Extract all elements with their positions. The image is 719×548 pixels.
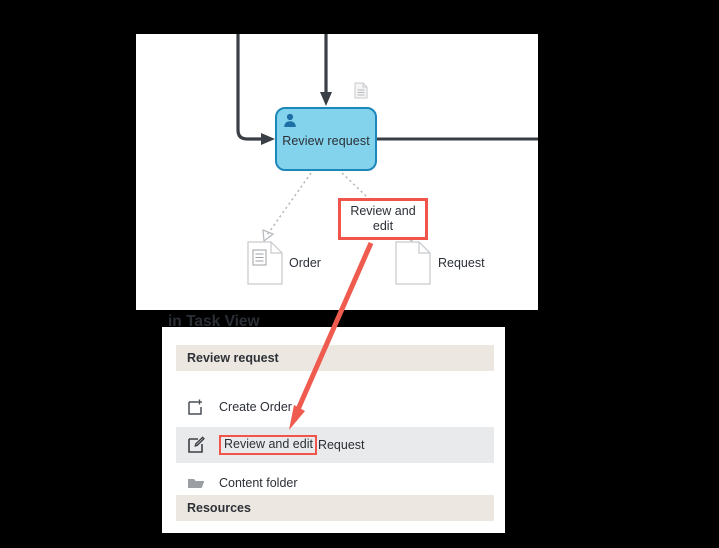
diagram-annotation-review-and-edit: Review and edit [338,198,428,240]
arrowhead-left [261,133,275,145]
taskview-row-label-highlighted: Review and edit [219,435,317,455]
association-arrowhead-order [262,229,275,243]
task-label: Review request [282,134,370,148]
data-object-request-label: Request [438,256,485,270]
taskview-section-header-resources: Resources [176,495,494,521]
association-order [266,172,312,236]
taskview-title: in Task View [168,313,260,330]
annotation-line-1: Review and [350,204,416,219]
taskview-panel: Review request Create Order Review and e… [162,327,505,533]
taskview-row-label-rest: Request [317,438,365,452]
data-object-order-label: Order [289,256,321,270]
taskview-row-create-order[interactable]: Create Order [176,389,494,425]
task-review-request[interactable]: Review request [275,107,377,171]
data-object-request[interactable] [395,241,431,285]
sequence-flow-left [236,34,264,141]
taskview-section-header-review-request: Review request [176,345,494,371]
user-icon [284,113,296,127]
diagram-panel: Review request Order Request Review and … [136,34,538,310]
new-document-icon [188,399,202,415]
taskview-row-review-and-edit-request[interactable]: Review and edit Request [176,427,494,463]
annotation-line-2: edit [372,219,394,233]
document-icon [354,82,368,99]
taskview-row-label: Content folder [219,476,298,490]
folder-icon [188,479,204,488]
edit-document-icon [188,436,205,453]
data-object-order[interactable] [247,241,283,285]
taskview-row-label: Create Order [219,400,292,414]
arrowhead-top [320,92,332,106]
taskview-row-label-split: Review and edit Request [219,435,365,455]
